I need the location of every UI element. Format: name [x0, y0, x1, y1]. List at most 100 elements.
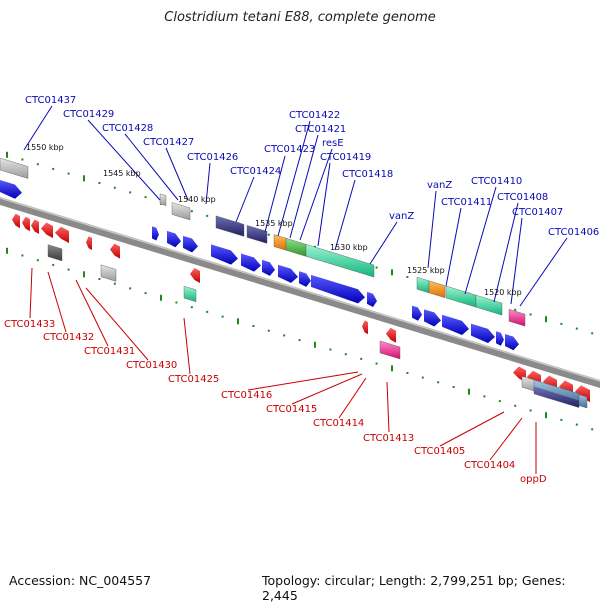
genome-backbone — [0, 197, 600, 388]
gene-box-oppD[interactable] — [578, 394, 588, 409]
gene-box-CTC01425-a[interactable] — [100, 264, 117, 282]
gene-label-CTC01406[interactable]: CTC01406 — [548, 227, 599, 238]
scale-tick-upper — [591, 332, 594, 335]
scale-label-1545: 1545 kbp — [103, 169, 141, 178]
gene-label-CTC01415[interactable]: CTC01415 — [266, 404, 317, 415]
gene-arrow-CTC01414[interactable] — [386, 327, 396, 343]
reverse-gene-labels: CTC01433 CTC01432 CTC01431 CTC01430 CTC0… — [4, 319, 547, 485]
scale-tick-lower — [67, 268, 70, 271]
gene-box-CTC01424[interactable] — [215, 215, 245, 237]
gene-label-CTC01410[interactable]: CTC01410 — [471, 176, 522, 187]
gene-label-resE[interactable]: resE — [322, 138, 344, 149]
scale-tick-lower — [329, 348, 332, 351]
gene-label-CTC01419[interactable]: CTC01419 — [320, 152, 371, 163]
gene-label-CTC01405[interactable]: CTC01405 — [414, 446, 465, 457]
gene-label-CTC01432[interactable]: CTC01432 — [43, 332, 94, 343]
gene-arrow-CTC01431[interactable] — [41, 222, 53, 239]
gene-arrow-CTC01421[interactable] — [278, 264, 298, 283]
scale-label-1525: 1525 kbp — [407, 266, 445, 275]
gene-label-CTC01425[interactable]: CTC01425 — [168, 374, 219, 385]
gene-label-CTC01429[interactable]: CTC01429 — [63, 109, 114, 120]
gene-box-CTC01425-b[interactable] — [183, 285, 197, 303]
gene-box-CTC01406[interactable] — [508, 308, 526, 327]
leader-reverse-4 — [183, 317, 191, 375]
gene-box-CTC01430[interactable] — [47, 244, 63, 262]
gene-arrow-CTC01408[interactable] — [496, 331, 504, 346]
gene-label-CTC01416[interactable]: CTC01416 — [221, 390, 272, 401]
gene-arrow-CTC01422[interactable] — [262, 259, 275, 276]
gene-label-CTC01423[interactable]: CTC01423 — [264, 144, 315, 155]
gene-box-oppD-b[interactable] — [533, 386, 580, 408]
gene-arrow-CTC01418[interactable] — [367, 291, 377, 307]
scale-tick-upper — [575, 327, 578, 330]
scale-tick-upper — [129, 191, 132, 194]
scale-tick-lower — [52, 263, 55, 266]
gene-box-CTC01429[interactable] — [159, 193, 167, 206]
gene-label-CTC01437[interactable]: CTC01437 — [25, 95, 76, 106]
gene-arrow-CTC01425-a[interactable] — [86, 236, 92, 251]
gene-label-CTC01404[interactable]: CTC01404 — [464, 460, 515, 471]
gene-arrow-vanZ-2[interactable] — [424, 309, 441, 327]
gene-label-CTC01428[interactable]: CTC01428 — [102, 123, 153, 134]
gene-label-CTC01427[interactable]: CTC01427 — [143, 137, 194, 148]
gene-label-CTC01421[interactable]: CTC01421 — [295, 124, 346, 135]
gene-arrow-CTC01416[interactable] — [190, 267, 200, 283]
gene-arrow-CTC01432-b[interactable] — [31, 219, 39, 234]
gene-label-CTC01424[interactable]: CTC01424 — [230, 166, 281, 177]
gene-label-CTC01408[interactable]: CTC01408 — [497, 192, 548, 203]
gene-box-CTC01419[interactable] — [305, 244, 375, 278]
gene-box-CTC01437[interactable] — [0, 157, 29, 179]
gene-arrow-CTC01430[interactable] — [55, 226, 69, 244]
gene-arrow-CTC01410[interactable] — [471, 323, 495, 343]
gene-label-CTC01413[interactable]: CTC01413 — [363, 433, 414, 444]
gene-arrow-CTC01428[interactable] — [167, 230, 181, 248]
gene-arrow-CTC01432-a[interactable] — [22, 216, 30, 232]
leader-reverse-7 — [338, 377, 367, 419]
gene-label-CTC01418[interactable]: CTC01418 — [342, 169, 393, 180]
gene-label-CTC01422[interactable]: CTC01422 — [289, 110, 340, 121]
gene-arrow-CTC01423[interactable] — [241, 253, 261, 272]
gene-box-CTC01411-b[interactable] — [428, 280, 446, 298]
scale-tick-upper — [83, 175, 85, 182]
gene-arrow-vanZ-1[interactable] — [412, 305, 422, 321]
gene-arrow-CTC01433[interactable] — [12, 213, 20, 229]
gene-arrow-CTC01429[interactable] — [152, 226, 159, 241]
scale-tick-upper — [6, 151, 8, 158]
gene-label-vanZ-1[interactable]: vanZ — [389, 211, 414, 222]
gene-label-vanZ-2[interactable]: vanZ — [427, 180, 452, 191]
gene-arrow-CTC01407[interactable] — [505, 334, 519, 351]
gene-arrow-CTC01411[interactable] — [442, 314, 469, 336]
scale-tick-lower — [252, 325, 255, 327]
scale-tick-upper — [391, 269, 393, 276]
gene-box-CTC01423[interactable] — [246, 225, 268, 244]
gene-arrow-CTC01427[interactable] — [183, 235, 198, 253]
gene-arrow-CTC01415[interactable] — [362, 320, 368, 335]
gene-arrow-resE[interactable] — [299, 271, 311, 287]
gene-box-CTC01413[interactable] — [379, 340, 401, 360]
scale-tick-lower — [113, 282, 116, 285]
forward-gene-labels: CTC01437 CTC01429 CTC01428 CTC01427 CTC0… — [25, 95, 599, 238]
gene-arrow-CTC01437[interactable] — [0, 180, 22, 199]
gene-label-CTC01411[interactable]: CTC01411 — [441, 197, 492, 208]
gene-label-CTC01426[interactable]: CTC01426 — [187, 152, 238, 163]
gene-box-CTC01422[interactable] — [273, 234, 287, 251]
scale-tick-lower — [237, 318, 239, 325]
scale-tick-lower — [514, 404, 517, 407]
scale-tick-upper — [560, 322, 563, 325]
gene-box-CTC01421[interactable] — [285, 237, 307, 257]
gene-label-CTC01431[interactable]: CTC01431 — [84, 346, 135, 357]
gene-arrow-CTC01424[interactable] — [211, 244, 238, 265]
gene-box-CTC01411-a[interactable] — [416, 276, 430, 294]
gene-arrow-CTC01419[interactable] — [311, 274, 365, 304]
gene-label-oppD[interactable]: oppD — [520, 474, 547, 485]
gene-label-CTC01414[interactable]: CTC01414 — [313, 418, 364, 429]
gene-arrow-CTC01425-b[interactable] — [110, 243, 120, 259]
gene-label-CTC01430[interactable]: CTC01430 — [126, 360, 177, 371]
scale-labels: 1550 kbp 1545 kbp 1540 kbp 1535 kbp 1530… — [26, 143, 522, 297]
gene-label-CTC01433[interactable]: CTC01433 — [4, 319, 55, 330]
gene-box-CTC01427[interactable] — [171, 202, 191, 221]
gene-label-CTC01407[interactable]: CTC01407 — [512, 207, 563, 218]
gene-box-CTC01410[interactable] — [445, 285, 477, 308]
leader-forward-6 — [264, 155, 286, 233]
gene-box-CTC01408[interactable] — [475, 294, 503, 316]
